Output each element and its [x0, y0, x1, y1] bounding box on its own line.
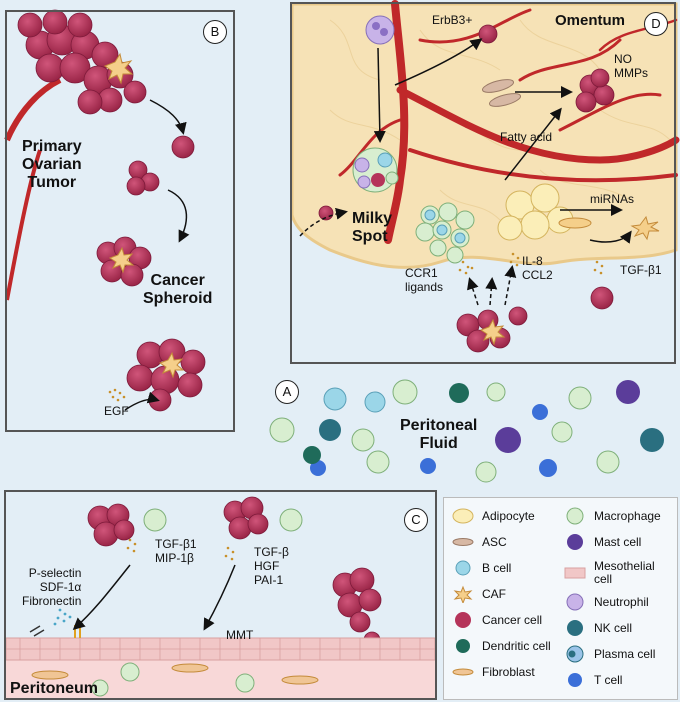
mirnas-label: miRNAs: [590, 192, 634, 206]
lymphoid-cluster: [415, 202, 475, 264]
dendritic-cell-icon: [456, 639, 470, 653]
macrophage-icon: [566, 507, 584, 525]
egf-label: EGF: [104, 404, 129, 418]
tgf-mip-label: TGF-β1 MIP-1β: [155, 537, 197, 565]
antibody-markers: [29, 625, 45, 637]
legend-item-plasma-cell: Plasma cell: [564, 644, 655, 664]
legend-label: Macrophage: [594, 509, 661, 523]
legend-panel: Adipocyte ASC B cell CAF Cancer cell Den…: [443, 497, 678, 700]
panel-label-a: A: [275, 380, 299, 404]
primary-tumor-label: Primary Ovarian Tumor: [22, 138, 82, 191]
neutrophil-icon: [566, 593, 584, 611]
tumor-vessel: [4, 77, 62, 301]
panel-b: [5, 10, 235, 432]
caf-icon: [453, 585, 473, 603]
legend-item-asc: ASC: [452, 532, 507, 552]
milky-spot-label: Milky Spot: [352, 210, 393, 245]
secreted-factors: [108, 252, 604, 561]
tgf-hgf-label: TGF-β HGF PAI-1: [254, 545, 289, 587]
caf-cells: [103, 52, 660, 379]
legend-label: Dendritic cell: [482, 639, 551, 653]
erbb3-label: ErbB3+: [432, 13, 473, 27]
fluid-cells: [269, 379, 664, 483]
nk-cell-icon: [567, 620, 583, 636]
selectin-label: P-selectin SDF-1α Fibronectin: [22, 566, 82, 608]
legend-label: T cell: [594, 673, 623, 687]
neutrophil-top: [365, 15, 395, 45]
plasma-cell-icon: [566, 645, 584, 663]
mmt-label: MMT: [226, 628, 254, 642]
legend-label: Neutrophil: [594, 595, 649, 609]
asc-cells: [481, 79, 592, 229]
legend-item-cancer-cell: Cancer cell: [452, 610, 542, 630]
panel-c: [4, 490, 437, 700]
il8-ccl2-label: IL-8 CCL2: [522, 254, 553, 282]
cancer-cell-icon: [455, 612, 471, 628]
no-mmps-label: NO MMPs: [614, 52, 648, 80]
peritoneum-tissue: [5, 637, 436, 698]
mesothelial-cell-icon: [564, 567, 586, 579]
blood-vessels: [338, 0, 680, 244]
legend-label: NK cell: [594, 621, 633, 635]
fibroblast-icon: [452, 668, 474, 676]
omentum-label: Omentum: [555, 12, 626, 29]
legend-item-neutrophil: Neutrophil: [564, 592, 649, 612]
legend-label: Cancer cell: [482, 613, 543, 627]
panel-label-b: B: [203, 20, 227, 44]
spheroid-label: Cancer Spheroid: [143, 272, 213, 307]
legend-item-t-cell: T cell: [564, 670, 622, 690]
legend-item-adipocyte: Adipocyte: [452, 506, 535, 526]
arrows: [72, 38, 632, 631]
legend-item-nk-cell: NK cell: [564, 618, 632, 638]
milky-spot-cluster: [352, 147, 399, 193]
legend-label: B cell: [482, 561, 512, 575]
legend-item-b-cell: B cell: [452, 558, 511, 578]
legend-label: Adipocyte: [482, 509, 535, 523]
tgfb1-label-d: TGF-β1: [620, 263, 662, 277]
t-cell-icon: [568, 673, 582, 687]
peritoneal-fluid-label: Peritoneal Fluid: [400, 417, 478, 452]
legend-item-mesothelial-cell: Mesothelial cell: [564, 558, 655, 588]
panel-label-c: C: [404, 508, 428, 532]
legend-item-dendritic-cell: Dendritic cell: [452, 636, 551, 656]
b-cell-icon: [455, 560, 471, 576]
legend-item-caf: CAF: [452, 584, 506, 604]
fibronectin-dots: [53, 608, 72, 626]
legend-label: Fibroblast: [482, 665, 535, 679]
legend-label: Plasma cell: [594, 647, 656, 661]
fatty-acid-label: Fatty acid: [500, 130, 553, 144]
ccr1-label: CCR1 ligands: [405, 266, 444, 294]
panel-d: [290, 2, 676, 364]
legend-label: Mast cell: [594, 535, 642, 549]
asc-icon: [452, 538, 474, 546]
panel-label-d: D: [644, 12, 668, 36]
adipocyte-icon: [452, 508, 474, 524]
legend-label: Mesothelial cell: [594, 559, 655, 586]
macrophages-c: [143, 508, 303, 532]
peritoneum-label: Peritoneum: [10, 680, 99, 697]
legend-item-fibroblast: Fibroblast: [452, 662, 535, 682]
legend-label: CAF: [482, 587, 506, 601]
legend-label: ASC: [482, 535, 507, 549]
legend-item-macrophage: Macrophage: [564, 506, 661, 526]
mast-cell-icon: [567, 534, 583, 550]
legend-item-mast-cell: Mast cell: [564, 532, 641, 552]
